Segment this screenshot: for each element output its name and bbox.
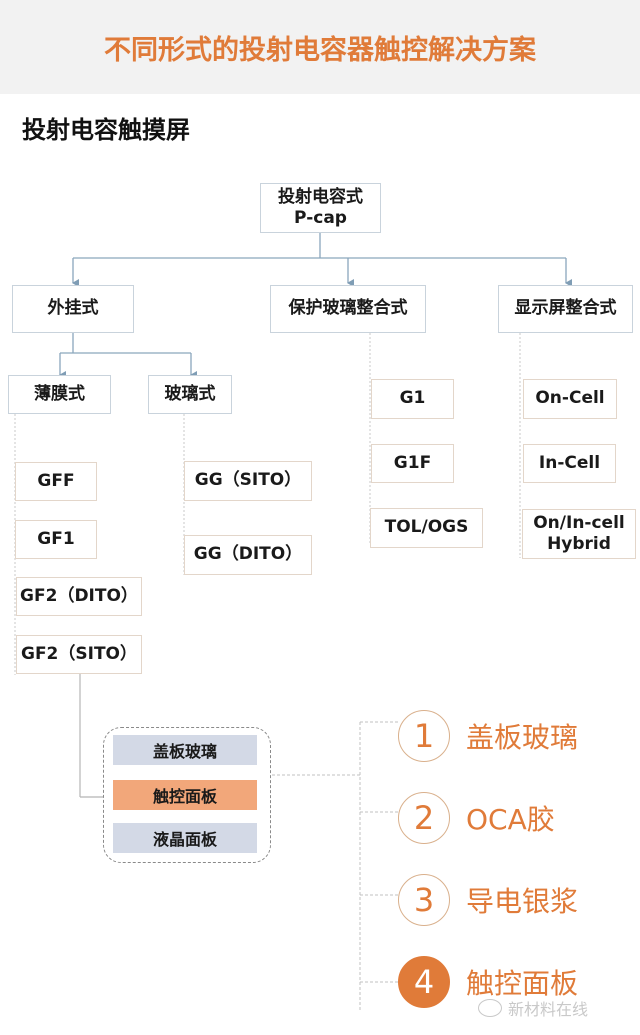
step-number-badge-active: 4: [398, 956, 450, 1008]
display-item-hybrid: On/In-cell Hybrid: [522, 509, 636, 559]
hybrid-line2: Hybrid: [547, 534, 611, 554]
step-2: 2 OCA胶: [398, 792, 555, 844]
page-title: 不同形式的投射电容器触控解决方案: [104, 34, 536, 66]
root-node-pcap: 投射电容式 P-cap: [260, 183, 381, 233]
cover-glass-item: G1F: [371, 444, 454, 483]
step-number-badge: 3: [398, 874, 450, 926]
hybrid-line1: On/In-cell: [533, 512, 625, 533]
step-label: 触控面板: [466, 967, 579, 1000]
glass-item: GG（DITO）: [184, 535, 312, 575]
branch-display: 显示屏整合式: [498, 285, 633, 333]
sub-glass: 玻璃式: [148, 375, 232, 414]
branch-external: 外挂式: [12, 285, 134, 333]
layer-lcd-panel: 液晶面板: [113, 823, 257, 853]
wechat-icon: [478, 999, 502, 1017]
display-item: In-Cell: [523, 444, 616, 483]
display-item: On-Cell: [523, 379, 617, 419]
layer-touch-panel: 触控面板: [113, 780, 257, 810]
layer-stack-group: [103, 727, 271, 863]
step-number-badge: 1: [398, 710, 450, 762]
step-4: 4 触控面板: [398, 956, 578, 1008]
film-item: GF2（DITO）: [16, 577, 142, 616]
root-label-cn: 投射电容式: [278, 186, 363, 207]
root-label-en: P-cap: [294, 208, 347, 228]
section-subtitle: 投射电容触摸屏: [22, 116, 190, 144]
sub-film: 薄膜式: [8, 375, 111, 414]
step-3: 3 导电银浆: [398, 874, 578, 926]
cover-glass-item: G1: [371, 379, 454, 419]
watermark-text: 新材料在线: [508, 1000, 589, 1019]
step-label: 导电银浆: [466, 885, 579, 918]
step-1: 1 盖板玻璃: [398, 710, 578, 762]
film-item: GF2（SITO）: [16, 635, 142, 674]
header-banner: 不同形式的投射电容器触控解决方案: [0, 0, 640, 94]
cover-glass-item: TOL/OGS: [370, 508, 483, 548]
layer-cover-glass: 盖板玻璃: [113, 735, 257, 765]
step-label: OCA胶: [466, 803, 555, 836]
step-number-badge: 2: [398, 792, 450, 844]
film-item: GFF: [15, 462, 97, 501]
step-label: 盖板玻璃: [466, 721, 579, 754]
branch-cover-glass: 保护玻璃整合式: [270, 285, 426, 333]
watermark: 新材料在线: [478, 996, 588, 1020]
film-item: GF1: [15, 520, 97, 559]
glass-item: GG（SITO）: [184, 461, 312, 501]
